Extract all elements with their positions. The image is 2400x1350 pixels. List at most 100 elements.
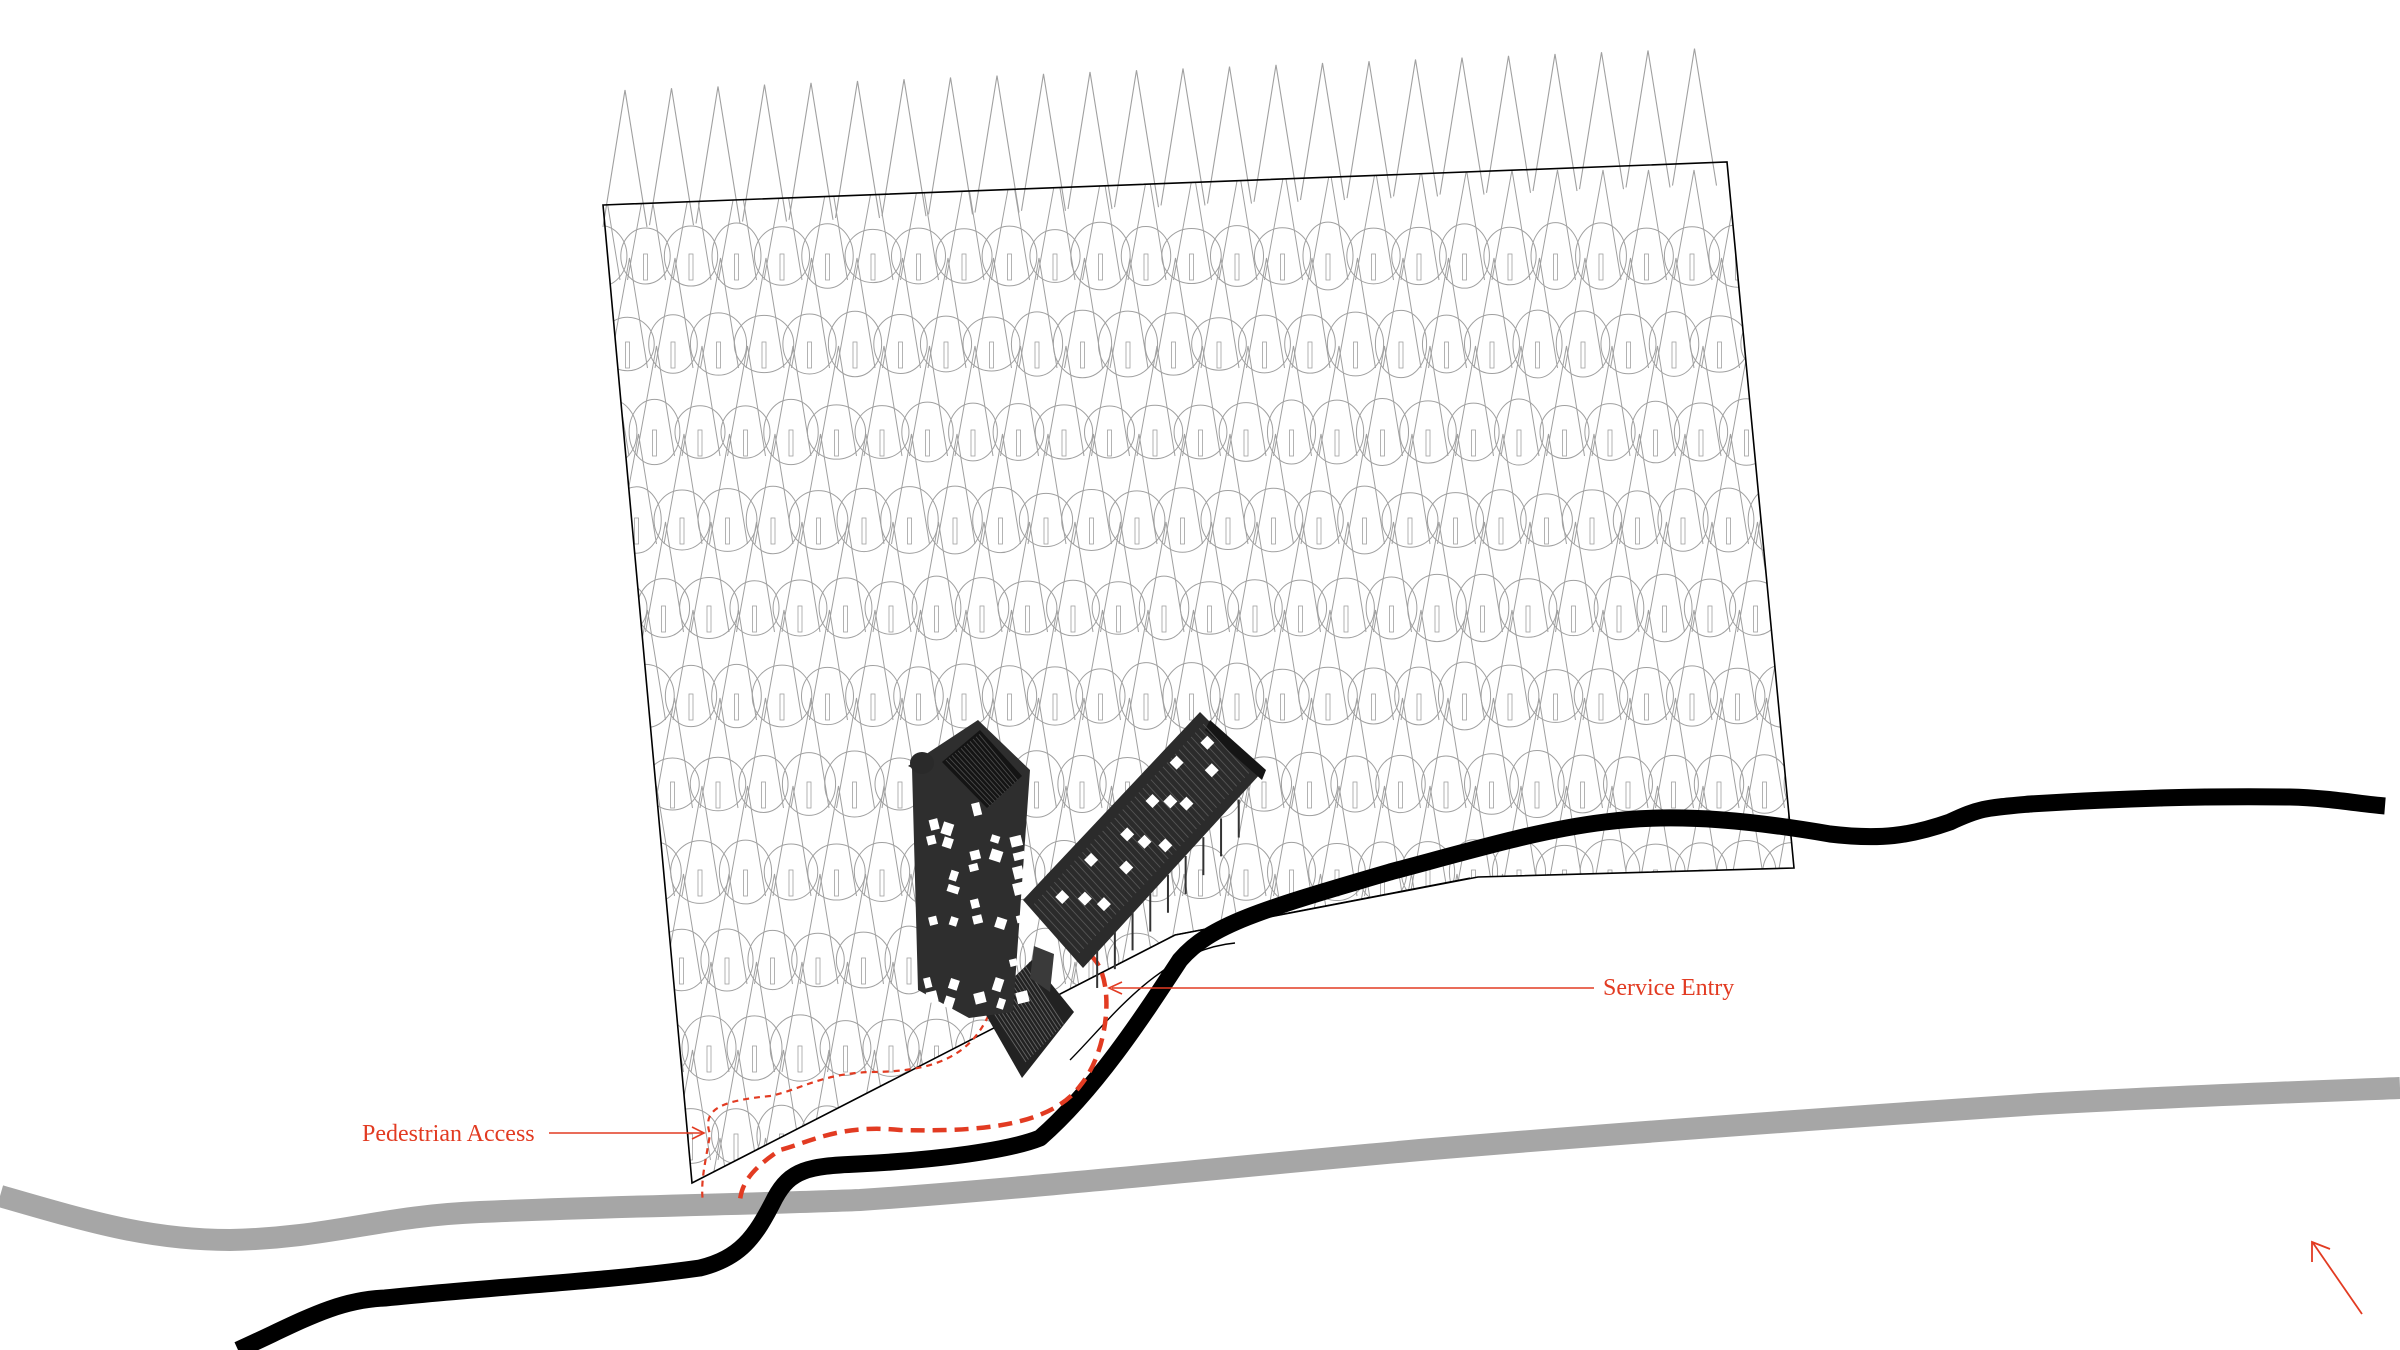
tree-symbol	[1575, 1049, 1626, 1168]
window	[969, 898, 981, 910]
tree-symbol	[648, 88, 695, 226]
tree-symbol	[1272, 961, 1329, 1082]
tree-symbol	[1180, 961, 1239, 1077]
tree-symbol	[603, 169, 628, 287]
window	[1012, 850, 1026, 862]
tree-symbol	[1091, 521, 1146, 635]
tree-symbol	[1739, 697, 1790, 814]
tree-symbol	[847, 1049, 898, 1168]
tree-symbol	[1494, 345, 1544, 466]
tree-symbol	[1299, 62, 1346, 201]
tree-symbol	[1615, 1049, 1677, 1171]
tree-symbol	[1671, 48, 1718, 186]
tree-symbol	[1619, 169, 1674, 285]
tree-symbol	[720, 345, 771, 459]
tree-symbol	[645, 697, 700, 811]
tree-symbol	[1284, 257, 1336, 374]
tree-symbol	[981, 169, 1038, 287]
tree-symbol	[1519, 873, 1573, 991]
tree-symbol	[1298, 609, 1358, 726]
tree-symbol	[781, 697, 837, 816]
window	[1096, 897, 1111, 912]
tree-symbol	[1206, 66, 1253, 204]
tree-symbol	[700, 873, 754, 992]
tree-symbol	[1485, 55, 1532, 193]
tree-symbol	[1483, 169, 1537, 286]
tree-symbol	[1464, 697, 1519, 815]
tree-symbol	[1439, 57, 1485, 195]
tree-symbol	[1063, 1137, 1103, 1183]
tree-symbol	[854, 345, 910, 459]
tree-symbol	[927, 77, 974, 215]
tree-symbol	[1783, 697, 1794, 818]
window	[928, 915, 939, 926]
tree-symbol	[1740, 257, 1790, 372]
tree-symbol	[791, 873, 845, 988]
tree-symbol	[992, 345, 1045, 461]
tree-symbol	[1575, 169, 1627, 290]
tree-symbol	[997, 521, 1058, 636]
tree-symbol	[1337, 433, 1392, 555]
tree-symbol	[1179, 521, 1240, 635]
tree-symbol	[1266, 785, 1317, 903]
tree-symbol	[1564, 1137, 1603, 1183]
tree-symbol	[934, 609, 994, 729]
tree-symbol	[1764, 345, 1794, 462]
site-boundary	[602, 161, 1795, 1185]
window	[925, 834, 937, 846]
tree-symbol	[1026, 609, 1084, 726]
tree-symbol	[1266, 345, 1317, 465]
tree-symbol	[1153, 433, 1212, 553]
tree-symbol	[726, 961, 783, 1081]
tree-symbol	[834, 80, 881, 219]
tree-symbol	[1108, 433, 1166, 550]
tree-symbol	[1527, 609, 1584, 723]
tree-symbol	[1543, 961, 1604, 1076]
tree-symbol	[1437, 609, 1492, 731]
tree-symbol	[1770, 521, 1794, 640]
tree-symbol	[1210, 1049, 1263, 1169]
tree-symbol	[1138, 521, 1190, 641]
window	[947, 978, 960, 991]
tree-symbol	[788, 433, 849, 550]
window	[1077, 891, 1092, 906]
tree-symbol	[1657, 433, 1709, 552]
tree-symbol	[1120, 1049, 1171, 1164]
window	[969, 849, 982, 861]
window	[996, 997, 1007, 1010]
tree-symbol	[1578, 52, 1625, 190]
tree-symbol	[962, 257, 1021, 372]
window	[1009, 834, 1024, 848]
tree-symbol	[603, 697, 652, 815]
tree-symbol	[745, 433, 801, 555]
paved-road	[0, 1077, 2400, 1252]
tree-symbol	[745, 1137, 784, 1183]
tree-symbol	[1743, 873, 1794, 992]
tree-symbol	[1381, 433, 1439, 548]
tree-symbol	[1707, 1049, 1767, 1165]
tree-symbol	[873, 257, 928, 375]
pedestrian-access-annotation: Pedestrian Access	[362, 1121, 706, 1147]
tree-symbol	[1555, 257, 1611, 378]
tree-symbol	[1318, 961, 1374, 1077]
tree-symbol	[1630, 345, 1681, 464]
tree-symbol	[1636, 521, 1693, 643]
tree-symbol	[1200, 433, 1256, 551]
building-long-wing	[1023, 712, 1266, 988]
tree-symbol	[603, 257, 655, 372]
tree-symbol	[819, 961, 872, 1076]
tree-symbol	[1830, 1138, 1880, 1251]
tree-symbol	[1273, 521, 1328, 637]
window	[971, 801, 983, 817]
tree-symbol	[602, 89, 648, 228]
tree-symbol	[1294, 433, 1344, 550]
tree-symbol	[1144, 257, 1203, 376]
tree-symbol	[1509, 697, 1565, 819]
tree-symbol	[1392, 59, 1439, 197]
tree-symbol	[1653, 873, 1712, 993]
tree-symbol	[1512, 257, 1563, 379]
window	[1179, 796, 1194, 811]
window	[1145, 794, 1160, 809]
tree-symbol	[1391, 169, 1447, 286]
